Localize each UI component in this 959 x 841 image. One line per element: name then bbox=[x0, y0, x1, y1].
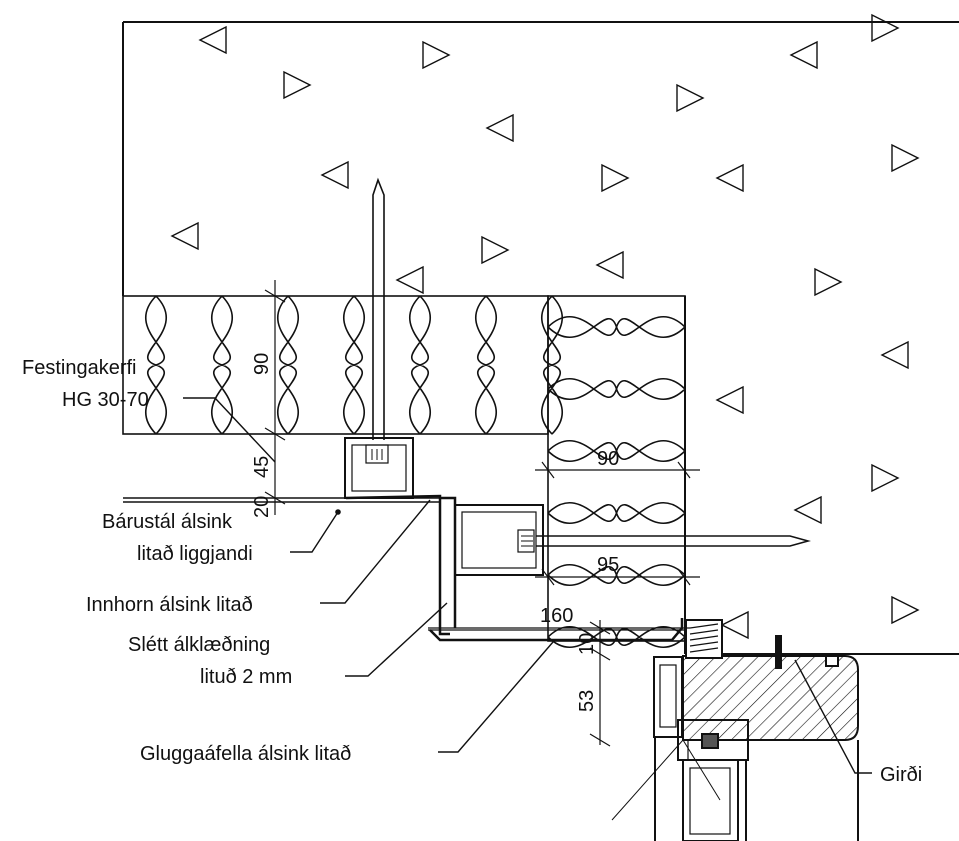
aggregate-triangle bbox=[880, 340, 909, 370]
window-profile bbox=[653, 656, 859, 841]
dimension-values: 90 45 20 90 95 160 10 53 bbox=[251, 353, 619, 712]
concrete-aggregate-marks bbox=[170, 13, 920, 640]
aggregate-triangle bbox=[676, 83, 705, 113]
label-festingakerfi-line1: Festingakerfi bbox=[22, 357, 137, 379]
fixing-bracket-top bbox=[344, 437, 414, 499]
aggregate-triangle bbox=[485, 113, 514, 143]
insulation-vertical bbox=[547, 295, 686, 649]
aggregate-triangle bbox=[170, 221, 199, 251]
aggregate-triangle bbox=[715, 163, 744, 193]
label-festingakerfi-line2: HG 30-70 bbox=[62, 389, 149, 411]
aggregate-triangle bbox=[891, 143, 920, 173]
dimension-lines bbox=[264, 280, 700, 747]
aggregate-triangle bbox=[891, 595, 920, 625]
dim-45: 45 bbox=[251, 456, 273, 478]
dim-90-vertical: 90 bbox=[251, 353, 273, 375]
label-girdi: Girði bbox=[880, 764, 922, 786]
aggregate-triangle bbox=[320, 160, 349, 190]
dim-10: 10 bbox=[576, 633, 598, 655]
annotation-labels: Festingakerfi HG 30-70 Bárustál álsink l… bbox=[22, 357, 922, 786]
aggregate-triangle bbox=[595, 250, 624, 280]
aggregate-triangle bbox=[871, 463, 900, 493]
dim-95: 95 bbox=[597, 554, 619, 576]
aggregate-triangle bbox=[871, 13, 900, 43]
inner-corner-profile bbox=[345, 494, 457, 636]
label-slett-line1: Slétt álklæðning bbox=[128, 634, 270, 656]
label-slett-line2: lituð 2 mm bbox=[200, 666, 292, 688]
aggregate-triangle bbox=[481, 235, 510, 265]
aggregate-triangle bbox=[715, 385, 744, 415]
dim-20: 20 bbox=[251, 496, 273, 518]
label-barustal-line2: litað liggjandi bbox=[137, 543, 253, 565]
label-innhorn: Innhorn álsink litað bbox=[86, 594, 253, 616]
aggregate-triangle bbox=[601, 163, 630, 193]
aggregate-triangle bbox=[720, 610, 749, 640]
aggregate-triangle bbox=[283, 70, 312, 100]
aggregate-triangle bbox=[814, 267, 843, 297]
sill-flashing bbox=[428, 618, 685, 642]
aggregate-triangle bbox=[198, 25, 227, 55]
anchor-bolt-vertical bbox=[372, 177, 385, 440]
aggregate-triangle bbox=[422, 40, 451, 70]
anchor-bolt-horizontal bbox=[536, 535, 811, 547]
leader-lines bbox=[183, 397, 872, 821]
aggregate-triangle bbox=[793, 495, 822, 525]
label-gluggaafella: Gluggaáfella álsink litað bbox=[140, 743, 351, 765]
window-frame bbox=[682, 619, 859, 741]
fixing-bracket-side bbox=[454, 504, 544, 576]
dim-53: 53 bbox=[576, 690, 598, 712]
dim-160: 160 bbox=[540, 605, 573, 627]
label-barustal-line1: Bárustál álsink bbox=[102, 511, 233, 533]
dim-90-horizontal: 90 bbox=[597, 448, 619, 470]
aggregate-triangle bbox=[789, 40, 818, 70]
insulation-horizontal bbox=[122, 295, 564, 435]
aggregate-triangle bbox=[395, 265, 424, 295]
